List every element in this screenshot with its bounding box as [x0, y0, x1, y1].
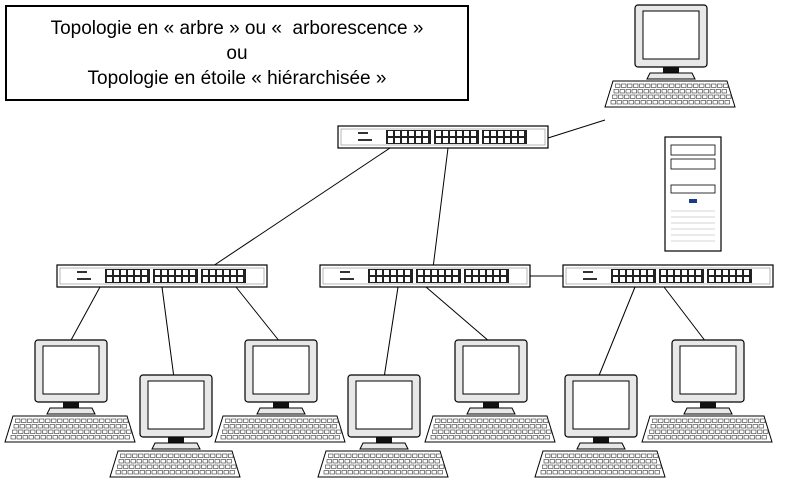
title-box: Topologie en « arbre » ou « arborescence… [5, 5, 469, 101]
pc-7 [641, 339, 773, 443]
switch-middle [319, 264, 531, 288]
pc-1 [4, 339, 136, 443]
link-switch-right-pc-6 [597, 286, 636, 379]
pc-4 [317, 374, 449, 478]
link-root-switch-server [547, 119, 606, 139]
links-layer [69, 119, 707, 379]
link-root-switch-switch-left [197, 147, 391, 277]
nodes-layer [4, 4, 774, 478]
title-line-1: Topologie en « arbre » ou « arborescence… [50, 17, 424, 39]
link-root-switch-switch-middle [431, 147, 449, 277]
pc-3 [214, 339, 346, 443]
pc-5 [424, 339, 556, 443]
title-line-3: Topologie en étoile « hiérarchisée » [87, 67, 387, 89]
link-switch-left-pc-2 [161, 286, 175, 379]
link-switch-middle-pc-5 [425, 286, 491, 343]
title-line-2: ou [226, 42, 248, 64]
pc-2 [109, 374, 241, 478]
link-switch-left-pc-1 [69, 286, 101, 343]
root-switch [337, 125, 549, 149]
switch-right [562, 264, 774, 288]
link-switch-right-pc-7 [663, 286, 707, 343]
link-switch-left-pc-3 [235, 286, 281, 343]
server [604, 4, 736, 252]
link-switch-middle-pc-4 [383, 286, 399, 379]
pc-6 [534, 374, 666, 478]
switch-left [56, 264, 268, 288]
